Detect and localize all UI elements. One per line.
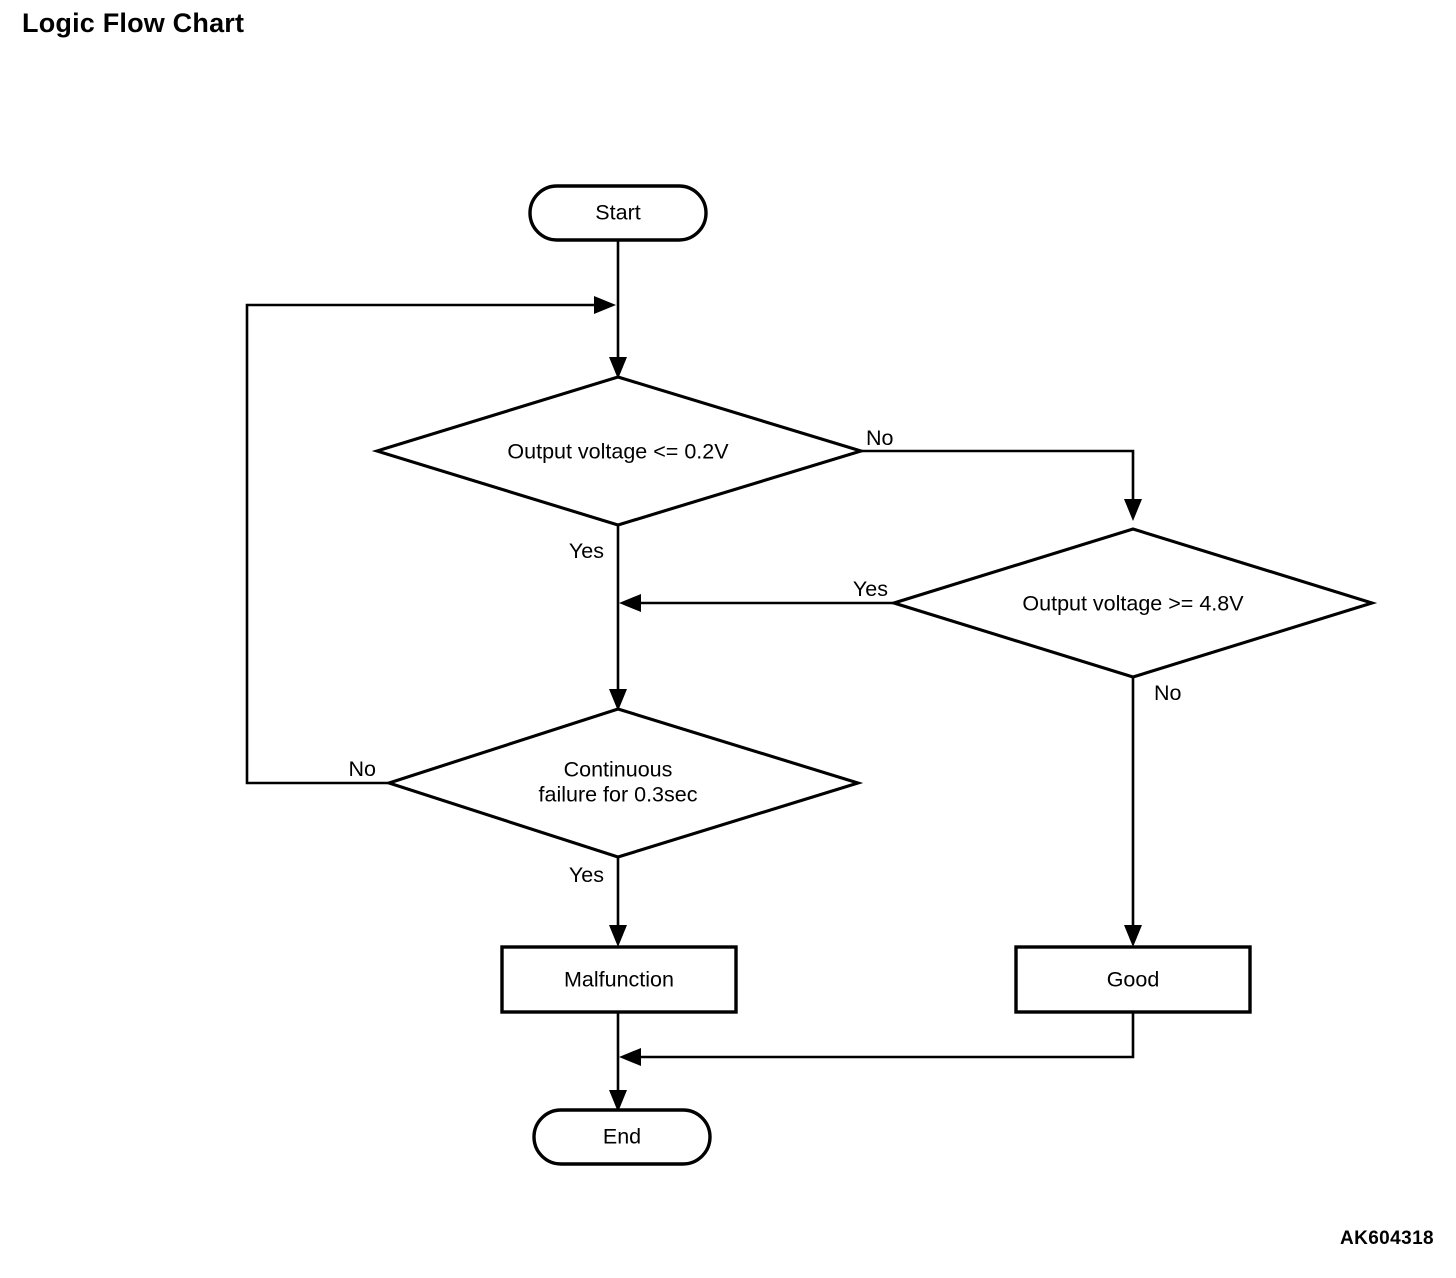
edge-label-decision1-yes: Yes [569,539,604,563]
node-end-label: End [603,1125,641,1149]
edge-label-decision1-no: No [866,426,894,450]
node-decision2-label: Output voltage >= 4.8V [1022,592,1244,616]
edge-decision3-no-feedback [245,296,616,785]
arrow-head-icon [609,689,627,711]
edge-decision1-yes-to-decision3 [609,525,627,711]
edge-malfunction-to-end [609,1012,627,1112]
node-malfunction[interactable]: Malfunction [500,945,738,1014]
edge-decision3-yes-to-malfunction [609,857,627,947]
page-title: Logic Flow Chart [22,8,245,38]
arrow-head-icon [619,1048,641,1066]
node-decision3-label-line1: Continuous [564,758,673,782]
node-good-label: Good [1107,968,1160,992]
figure-reference-code: AK604318 [1339,1228,1434,1249]
node-end[interactable]: End [532,1108,712,1166]
arrow-head-icon [1124,925,1142,947]
node-malfunction-label: Malfunction [564,968,674,992]
edge-decision2-no-to-good [1124,678,1142,947]
arrow-head-icon [594,296,616,314]
node-good[interactable]: Good [1014,945,1252,1014]
arrow-head-icon [609,357,627,379]
edge-label-decision2-yes: Yes [853,577,888,601]
edge-start-to-decision1 [609,240,627,379]
node-decision1-label: Output voltage <= 0.2V [507,440,729,464]
arrow-head-icon [609,1090,627,1112]
edge-decision1-no-to-decision2 [861,449,1142,521]
edge-label-decision3-yes: Yes [569,863,604,887]
arrow-head-icon [609,925,627,947]
node-decision-output-voltage-low[interactable]: Output voltage <= 0.2V [371,375,867,527]
node-decision-output-voltage-high[interactable]: Output voltage >= 4.8V [888,527,1378,679]
node-start[interactable]: Start [528,184,708,242]
node-start-label: Start [595,201,640,225]
arrow-head-icon [619,594,641,612]
node-decision-continuous-failure[interactable]: Continuous failure for 0.3sec [383,707,864,859]
edge-label-decision2-no: No [1154,681,1182,705]
node-decision3-label-line2: failure for 0.3sec [539,783,698,807]
arrow-head-icon [1124,499,1142,521]
edge-label-decision3-no: No [349,757,377,781]
edge-decision2-yes-to-main [619,594,894,612]
edge-good-to-end [619,1012,1135,1066]
